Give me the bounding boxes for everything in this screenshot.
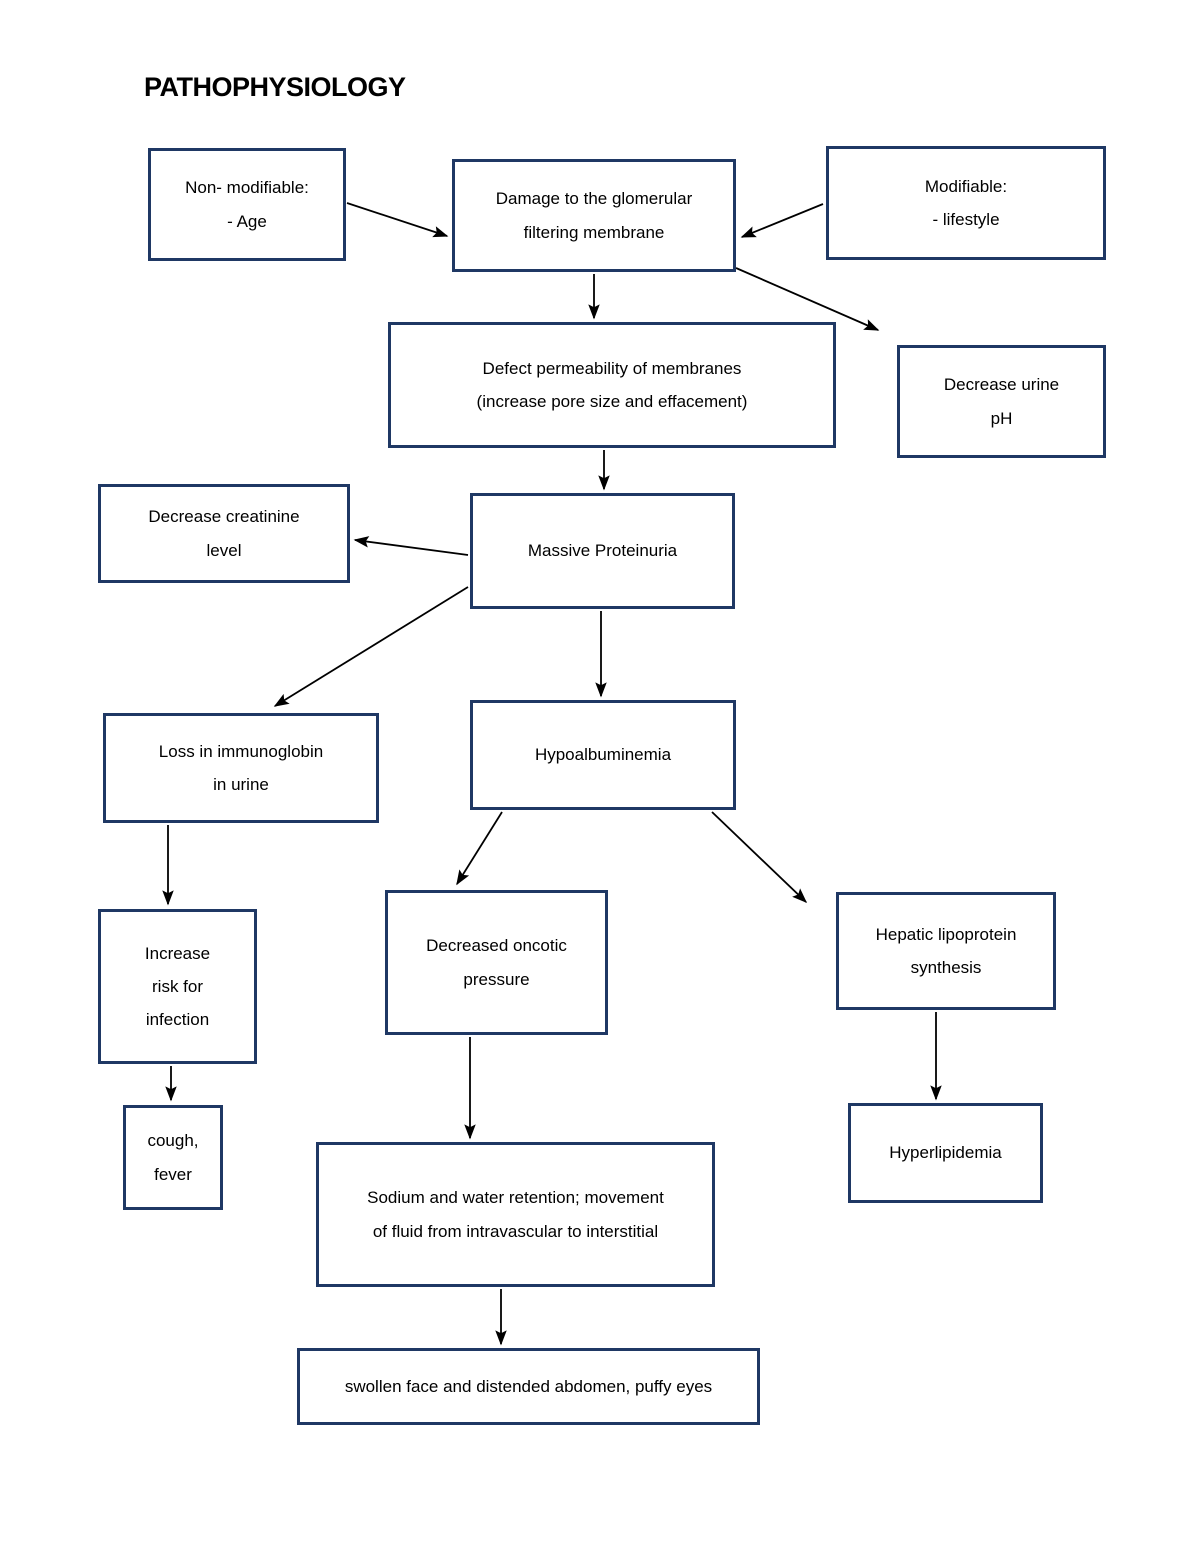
node-text-line: Decreased oncotic: [426, 936, 567, 956]
loss-immunoglobin-box: Loss in immunoglobin in urine: [103, 713, 379, 823]
decreased-oncotic-pressure-box: Decreased oncotic pressure: [385, 890, 608, 1035]
defect-permeability-box: Defect permeability of membranes (increas…: [388, 322, 836, 448]
hypoalbuminemia-box: Hypoalbuminemia: [470, 700, 736, 810]
node-text-line: - Age: [227, 211, 267, 231]
node-text-line: Hepatic lipoprotein: [875, 924, 1017, 944]
node-text-line: of fluid from intravascular to interstit…: [372, 1221, 659, 1241]
node-text-line: Hyperlipidemia: [889, 1143, 1002, 1163]
edge-hypoalbuminemia-to-hepatic: [711, 811, 808, 903]
non-modifiable-box: Non- modifiable: - Age: [148, 148, 346, 261]
node-text-line: Non- modifiable:: [185, 178, 309, 198]
page-title: PATHOPHYSIOLOGY: [144, 72, 406, 102]
node-text-line: Hypoalbuminemia: [534, 745, 672, 765]
node-text-line: Loss in immunoglobin: [158, 741, 324, 761]
cough-fever-box: cough, fever: [123, 1105, 223, 1210]
node-text-line: filtering membrane: [523, 222, 665, 242]
hepatic-lipoprotein-box: Hepatic lipoprotein synthesis: [836, 892, 1056, 1010]
node-text-line: swollen face and distended abdomen, puff…: [344, 1376, 713, 1396]
node-text-line: synthesis: [910, 958, 982, 977]
node-text-line: in urine: [213, 775, 269, 794]
node-text-line: pressure: [463, 969, 530, 989]
node-text-line: Decrease urine: [943, 375, 1060, 395]
node-text-line: risk for: [152, 976, 203, 996]
node-text-line: Modifiable:: [924, 176, 1008, 196]
node-text-line: Massive Proteinuria: [527, 541, 678, 561]
modifiable-box: Modifiable: - lifestyle: [826, 146, 1106, 260]
node-text-line: Defect permeability of membranes: [482, 358, 742, 378]
node-text-line: Sodium and water retention; movement: [367, 1188, 664, 1208]
edge-non-modifiable-to-damage: [346, 202, 449, 238]
node-text-line: Damage to the glomerular: [495, 189, 693, 209]
edge-proteinuria-to-immunoglobin: [273, 586, 469, 707]
node-text-line: cough,: [147, 1131, 199, 1151]
node-text-line: Decrease creatinine: [148, 507, 300, 527]
edge-proteinuria-to-creatinine: [353, 536, 469, 556]
edge-damage-to-urine-ph: [735, 267, 880, 331]
node-text-line: level: [206, 540, 242, 560]
node-text-line: fever: [154, 1164, 192, 1184]
massive-proteinuria-box: Massive Proteinuria: [470, 493, 735, 609]
increase-risk-infection-box: Increase risk for infection: [98, 909, 257, 1064]
edge-modifiable-to-damage: [740, 203, 824, 238]
node-text-line: Increase: [144, 943, 211, 963]
edge-hypoalbuminemia-to-oncotic: [456, 811, 503, 886]
decrease-creatinine-box: Decrease creatinine level: [98, 484, 350, 583]
decrease-urine-ph-box: Decrease urine pH: [897, 345, 1106, 458]
node-text-line: - lifestyle: [932, 210, 1000, 229]
damage-glomerular-box: Damage to the glomerular filtering membra…: [452, 159, 736, 272]
swollen-face-box: swollen face and distended abdomen, puff…: [297, 1348, 760, 1425]
sodium-water-retention-box: Sodium and water retention; movement of f…: [316, 1142, 715, 1287]
node-text-line: (increase pore size and effacement): [476, 392, 748, 411]
node-text-line: infection: [145, 1010, 210, 1030]
node-text-line: pH: [990, 408, 1013, 428]
hyperlipidemia-box: Hyperlipidemia: [848, 1103, 1043, 1203]
